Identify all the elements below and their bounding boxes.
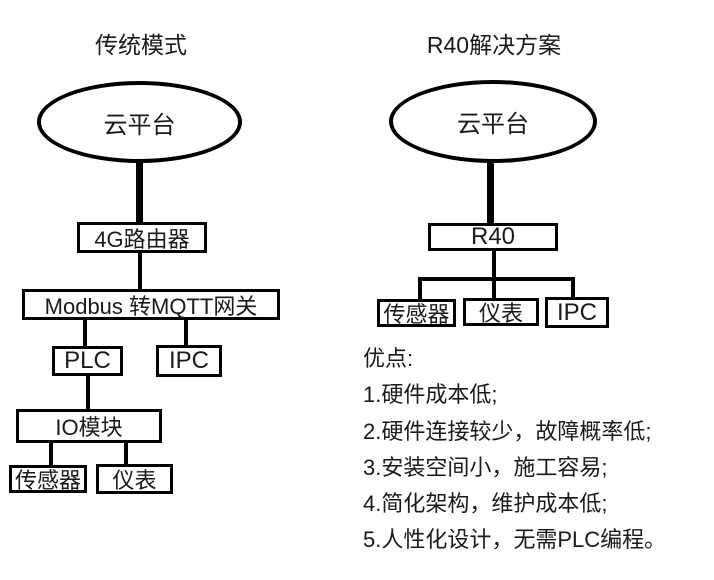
- right-ipc-box: IPC: [545, 297, 609, 328]
- advantage-item-5: 5.人性化设计，无需PLC编程。: [363, 527, 667, 553]
- right-cloud-to-r40-connector: [487, 159, 494, 223]
- left-meter-label: 仪表: [112, 468, 157, 493]
- left-sensor-label: 传感器: [14, 468, 81, 493]
- left-cloud-platform-label: 云平台: [103, 111, 176, 139]
- left-4g-router-box: 4G路由器: [77, 222, 207, 253]
- left-modbus-mqtt-gateway-box: Modbus 转MQTT网关: [22, 289, 280, 320]
- left-column-title: 传统模式: [95, 32, 187, 58]
- left-modbus-mqtt-gateway-label: Modbus 转MQTT网关: [44, 293, 258, 319]
- advantages-heading: 优点:: [363, 346, 414, 371]
- left-io-module-box: IO模块: [16, 409, 162, 443]
- left-plc-label: PLC: [64, 347, 111, 374]
- left-sensor-box: 传感器: [9, 465, 87, 493]
- right-column-title: R40解决方案: [426, 32, 562, 58]
- left-router-to-gateway-connector: [138, 252, 142, 290]
- left-io-module-label: IO模块: [55, 415, 123, 440]
- right-cloud-platform-label: 云平台: [457, 111, 529, 138]
- right-r40-box: R40: [428, 223, 558, 251]
- right-branch-to-sensor-connector: [418, 280, 422, 299]
- right-r40-stem-connector: [492, 250, 496, 278]
- left-cloud-platform-ellipse: 云平台: [37, 81, 242, 163]
- right-r40-label: R40: [470, 223, 516, 250]
- advantage-item-3: 3.安装空间小，施工容易;: [363, 454, 608, 480]
- right-branch-horizontal-connector: [418, 277, 575, 281]
- right-meter-label: 仪表: [478, 301, 523, 326]
- advantage-item-1: 1.硬件成本低;: [363, 382, 498, 408]
- left-plc-to-io-connector: [86, 375, 90, 410]
- left-gateway-to-plc-connector: [83, 319, 87, 346]
- left-plc-box: PLC: [52, 346, 123, 376]
- left-cloud-to-router-connector: [136, 160, 143, 223]
- left-io-to-meter-connector: [124, 442, 128, 466]
- advantage-item-4: 4.简化架构，维护成本低;: [363, 491, 608, 517]
- advantages-list: 优点: 1.硬件成本低; 2.硬件连接较少，故障概率低; 3.安装空间小，施工容…: [363, 341, 711, 559]
- right-cloud-platform-ellipse: 云平台: [389, 80, 597, 163]
- right-ipc-label: IPC: [556, 298, 597, 326]
- left-4g-router-label: 4G路由器: [94, 226, 190, 252]
- left-ipc-box: IPC: [156, 345, 222, 377]
- left-meter-box: 仪表: [96, 464, 173, 494]
- right-sensor-box: 传感器: [377, 299, 456, 327]
- right-branch-to-meter-connector: [492, 280, 496, 298]
- left-ipc-label: IPC: [168, 347, 209, 374]
- advantage-item-2: 2.硬件连接较少，故障概率低;: [363, 418, 652, 444]
- right-sensor-label: 传感器: [383, 302, 450, 327]
- left-gateway-to-ipc-connector: [184, 319, 188, 346]
- right-meter-box: 仪表: [463, 298, 539, 326]
- left-io-to-sensor-connector: [49, 442, 53, 466]
- right-branch-to-ipc-connector: [571, 280, 575, 297]
